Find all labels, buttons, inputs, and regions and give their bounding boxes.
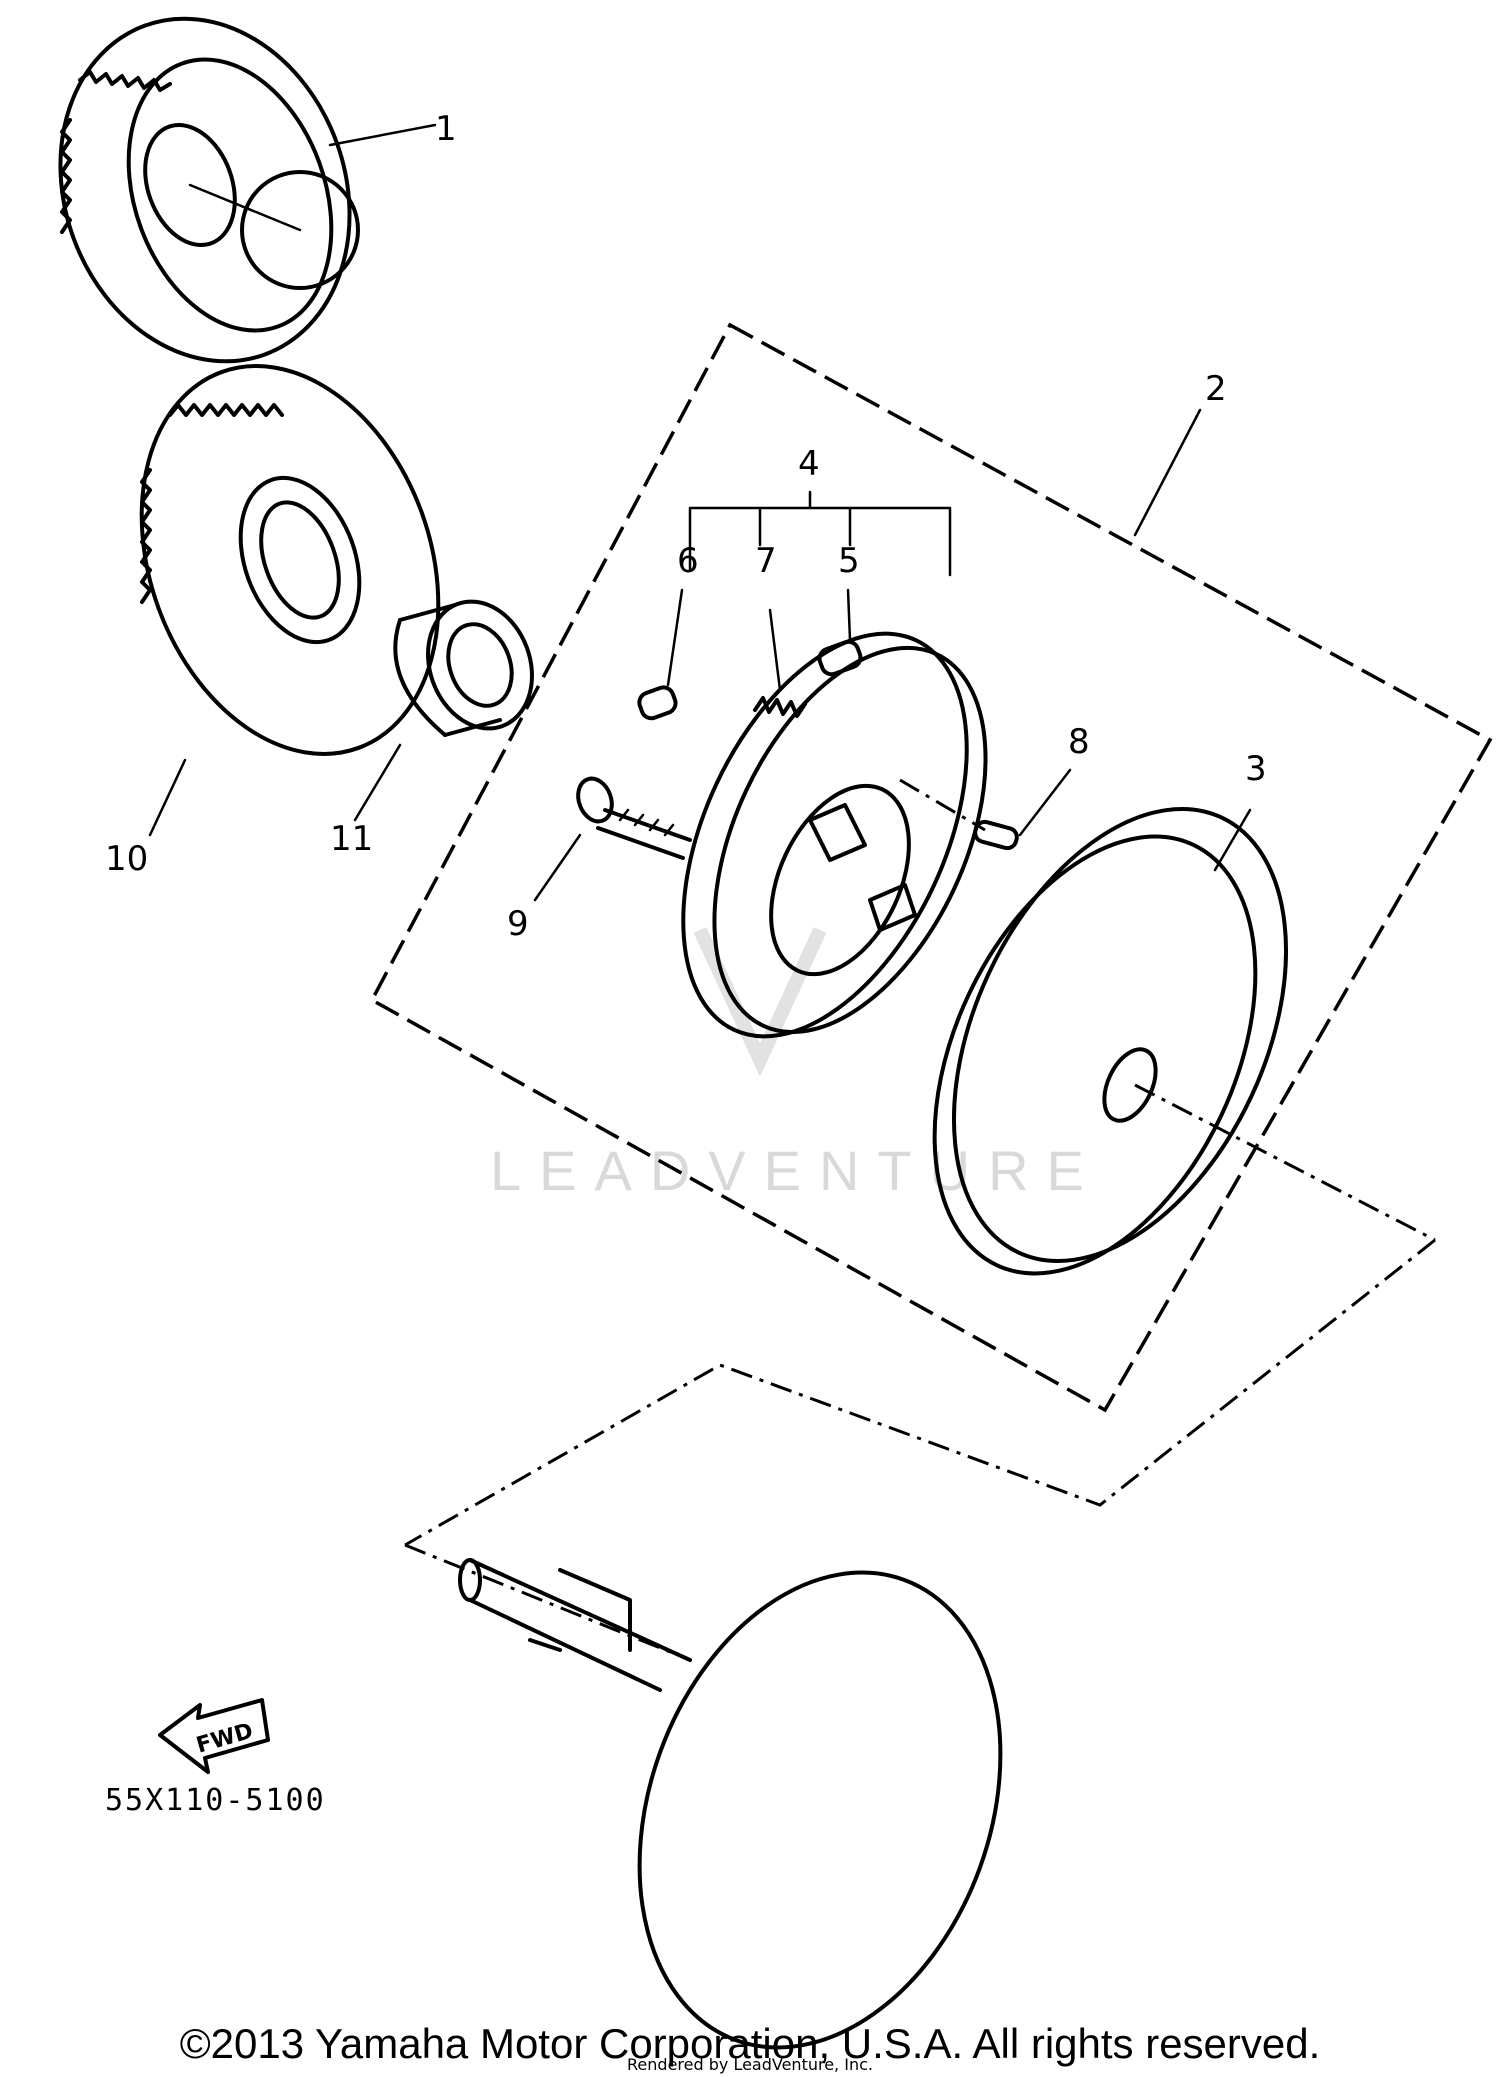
callout-5: 5 (838, 541, 860, 581)
part-4-bracket (688, 490, 952, 577)
part-11-collar (393, 599, 534, 737)
callout-8: 8 (1068, 722, 1090, 762)
callout-2: 2 (1205, 369, 1227, 409)
part-2-assembly-box (369, 322, 1493, 1413)
part-code: 55X110-5100 (105, 1783, 326, 1818)
callout-6: 6 (677, 541, 699, 581)
part-1-idle-gear (58, 16, 360, 364)
copyright-notice: ©2013 Yamaha Motor Corporation, U.S.A. A… (179, 2020, 1321, 2067)
part-9-bolt (576, 776, 692, 860)
callout-4: 4 (798, 444, 820, 484)
callout-11: 11 (330, 819, 373, 859)
crankshaft-flywheel (458, 1558, 1003, 2050)
part-8-pin (973, 819, 1019, 851)
rendered-by-notice: Rendered by LeadVenture, Inc. (627, 2055, 873, 2074)
svg-text:LEADVENTURE: LEADVENTURE (490, 1139, 1102, 1202)
callout-10: 10 (105, 839, 148, 879)
callout-9: 9 (507, 904, 529, 944)
part-6-roller (637, 685, 678, 721)
part-3-cover-plate (932, 807, 1289, 1276)
one-way-clutch-body (681, 631, 988, 1039)
callout-1: 1 (435, 109, 457, 149)
callout-3: 3 (1245, 749, 1267, 789)
part-10-wheel-gear (139, 364, 441, 756)
callout-7: 7 (755, 541, 777, 581)
fwd-arrow-icon: FWD (158, 1698, 270, 1774)
